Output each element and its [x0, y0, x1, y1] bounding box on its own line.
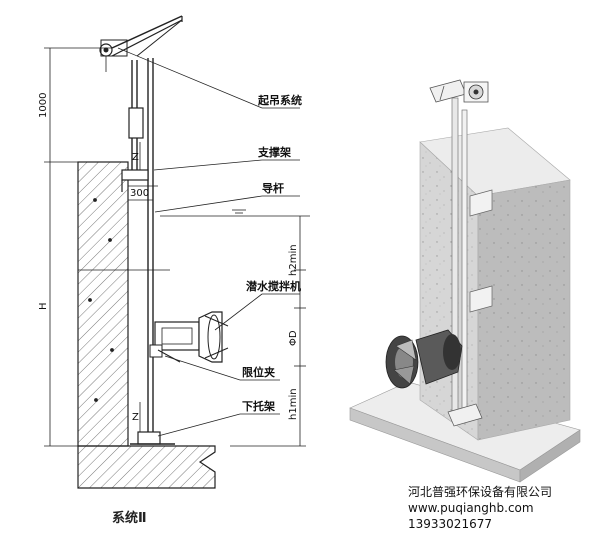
dim-z-top: Z [132, 152, 139, 163]
render-brackets [469, 189, 493, 313]
installation-render [349, 79, 581, 483]
dim-phiD: ΦD [288, 330, 299, 346]
dim-1000: 1000 [38, 93, 49, 118]
watermark-company: 河北普强环保设备有限公司 [408, 485, 553, 499]
dim-h2min: h2min [288, 244, 299, 276]
mixer-unit [149, 311, 229, 363]
support-frame [121, 169, 158, 192]
label-limit-clamp: 限位夹 [242, 365, 275, 379]
label-support-frame: 支撑架 [257, 145, 291, 159]
watermark-url: www.puqianghb.com [408, 501, 534, 515]
leader-lines [117, 47, 300, 437]
dim-H: H [38, 302, 49, 310]
label-lower-bracket: 下托架 [242, 399, 275, 413]
dim-300: 300 [130, 188, 149, 199]
floor-slab [77, 445, 216, 489]
render-wall-block [419, 127, 571, 441]
dim-z-bottom: Z [132, 412, 139, 423]
concrete-wall [77, 161, 129, 447]
dimension-lines [44, 47, 310, 447]
lifting-crane [99, 15, 183, 180]
lower-bracket [130, 431, 175, 445]
label-mixer: 潜水搅拌机 [246, 279, 301, 293]
diagram-caption: 系统Ⅱ [112, 510, 147, 526]
render-lower-bracket [447, 403, 483, 427]
watermark-phone: 13933021677 [408, 517, 492, 531]
render-lifting-head [429, 79, 489, 103]
section-drawing [44, 15, 310, 489]
guide-rod [147, 58, 154, 440]
label-lifting-system: 起吊系统 [257, 93, 302, 107]
label-guide-rod: 导杆 [262, 181, 284, 195]
dim-h1min: h1min [288, 388, 299, 420]
render-mixer [385, 329, 463, 389]
